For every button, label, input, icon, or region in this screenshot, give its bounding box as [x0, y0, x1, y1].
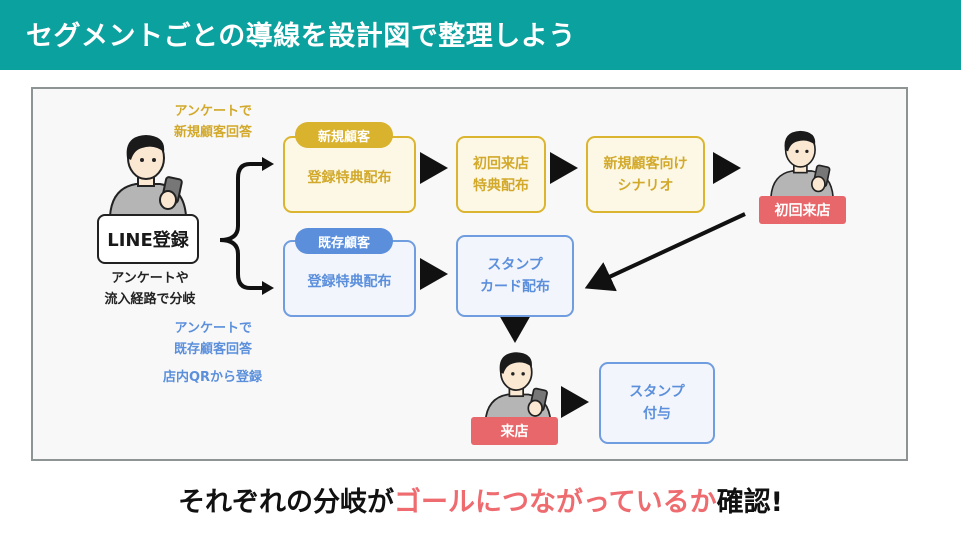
footer-message: それぞれの分岐がゴールにつながっているか確認! [0, 480, 961, 519]
person-with-smartphone-icon [108, 135, 188, 216]
qr-registration-note: 店内QRから登録 [163, 370, 263, 385]
step-label-line2: 付与 [643, 406, 671, 422]
step-label: 登録特典配布 [307, 169, 392, 186]
existing-customer-segment-pill: 既存顧客 [295, 228, 393, 254]
existing-customer-note: アンケートで 既存顧客回答 [174, 318, 252, 360]
new-step-first-visit-gift: 初回来店 特典配布 [456, 136, 546, 213]
footer-message-pre: それぞれの分岐が [178, 487, 394, 518]
person-with-smartphone-icon [484, 352, 552, 422]
existing-note-line2: 既存顧客回答 [174, 342, 253, 357]
new-customer-note: アンケートで 新規顧客回答 [174, 101, 252, 143]
new-step-registration-gift: 登録特典配布 [283, 136, 416, 213]
new-note-line1: アンケートで [174, 104, 253, 119]
footer-message-highlight: ゴールにつながっているか [394, 487, 717, 518]
title-banner: セグメントごとの導線を設計図で整理しよう [0, 0, 961, 70]
new-step-scenario: 新規顧客向け シナリオ [586, 136, 705, 213]
step-label-line2: 特典配布 [473, 177, 529, 194]
existing-note-line1: アンケートで [174, 321, 253, 336]
step-label-line2: カード配布 [480, 279, 550, 295]
branch-caption-line1: アンケートや [111, 271, 189, 286]
new-customer-segment-pill: 新規顧客 [295, 122, 393, 148]
step-label-line1: スタンプ [629, 384, 685, 400]
step-label-line1: 新規顧客向け [603, 155, 688, 172]
line-registration-box: LINE登録 [97, 214, 199, 264]
branch-caption: アンケートや 流入経路で分岐 [80, 268, 220, 310]
brace-arrowhead-bottom [262, 281, 274, 295]
step-label-line1: スタンプ [487, 257, 543, 273]
visit-tag: 来店 [471, 417, 558, 445]
existing-step-stamp-grant: スタンプ 付与 [599, 362, 715, 444]
arrow-first-visit-to-stamp [584, 212, 746, 292]
person-with-smartphone-icon [770, 130, 834, 198]
step-label-line2: シナリオ [617, 177, 674, 194]
branch-brace [219, 162, 265, 290]
brace-arrowhead-top [262, 157, 274, 171]
branch-caption-line2: 流入経路で分岐 [104, 292, 196, 307]
existing-step-stamp-card: スタンプ カード配布 [456, 235, 574, 317]
page-title: セグメントごとの導線を設計図で整理しよう [26, 21, 576, 52]
footer-message-post: 確認! [716, 487, 783, 518]
new-note-line2: 新規顧客回答 [174, 125, 253, 140]
step-label-line1: 初回来店 [473, 155, 529, 172]
step-label: 登録特典配布 [307, 273, 392, 290]
first-visit-goal-tag: 初回来店 [759, 196, 846, 224]
